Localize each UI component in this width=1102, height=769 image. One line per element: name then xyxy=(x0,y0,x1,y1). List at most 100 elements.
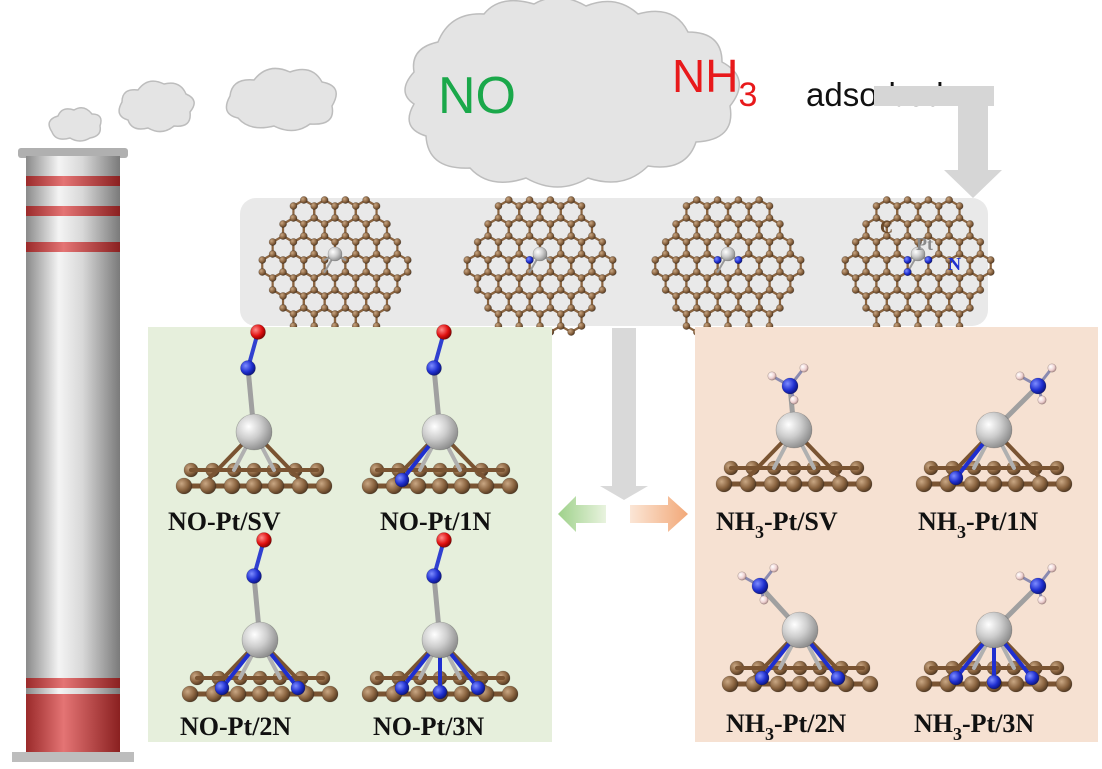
carbon-atom xyxy=(310,238,319,246)
carbon-atom xyxy=(453,685,471,703)
hydrogen-atom xyxy=(1015,571,1025,581)
oxygen-atom xyxy=(436,324,452,340)
carbon-atom xyxy=(372,202,381,210)
carbon-atom xyxy=(289,214,298,222)
carbon-atom xyxy=(914,310,922,318)
carbon-atom xyxy=(724,238,732,246)
carbon-atom xyxy=(279,232,287,240)
carbon-atom xyxy=(279,304,287,312)
carbon-atom xyxy=(331,286,339,294)
carbon-atom xyxy=(473,238,482,246)
carbon-atom xyxy=(872,310,881,318)
carbon-atom xyxy=(494,214,503,222)
carbon-atom xyxy=(588,292,596,300)
nitrogen-atom xyxy=(394,680,410,696)
carbon-atom xyxy=(755,256,764,264)
carbon-atom xyxy=(734,292,743,300)
carbon-atom xyxy=(504,196,513,204)
carbon-atom xyxy=(1031,475,1049,493)
carbon-atom xyxy=(986,268,995,276)
hydrogen-atom xyxy=(1047,563,1057,573)
hydrogen-atom xyxy=(1037,395,1047,405)
no-pt-2n-label: NO-Pt/2N xyxy=(180,712,291,741)
carbon-atom xyxy=(229,685,247,703)
carbon-atom xyxy=(546,292,555,300)
carbon-atom xyxy=(976,250,985,258)
carbon-atom xyxy=(786,238,795,246)
carbon-atom xyxy=(955,310,964,318)
carbon-atom xyxy=(985,475,1003,493)
carbon-atom xyxy=(409,477,427,495)
carbon-atom xyxy=(703,310,712,318)
carbon-atom xyxy=(903,304,912,312)
carbon-atom xyxy=(692,268,701,276)
carbon-atom xyxy=(915,475,933,493)
carbon-atom xyxy=(715,475,733,493)
carbon-atom xyxy=(682,214,691,222)
carbon-atom xyxy=(776,292,784,300)
carbon-atom xyxy=(567,268,576,276)
carbon-atom xyxy=(245,477,263,495)
carbon-atom xyxy=(556,214,565,222)
carbon-atom xyxy=(393,286,402,294)
carbon-atom xyxy=(724,274,732,282)
carbon-atom xyxy=(362,232,371,240)
carbon-atom xyxy=(361,477,379,495)
carbon-atom xyxy=(855,475,873,493)
carbon-atom xyxy=(289,310,298,318)
carbon-atom xyxy=(755,196,764,204)
carbon-atom xyxy=(515,238,524,246)
slab-side-view xyxy=(361,324,519,495)
slab-side-view xyxy=(361,532,519,703)
carbon-atom xyxy=(672,232,680,240)
carbon-atom xyxy=(341,304,350,312)
nitrogen-atom xyxy=(525,255,534,265)
carbon-atom xyxy=(536,214,544,222)
platinum-atom xyxy=(532,246,548,262)
carbon-atom xyxy=(924,292,933,300)
carbon-atom xyxy=(924,220,933,228)
carbon-atom xyxy=(955,202,964,210)
carbon-atom xyxy=(744,202,753,210)
carbon-atom xyxy=(268,250,277,258)
carbon-atom xyxy=(851,274,860,282)
carbon-atom xyxy=(955,286,964,294)
carbon-atom xyxy=(223,477,241,495)
carbon-atom xyxy=(351,286,360,294)
carbon-atom xyxy=(341,196,350,204)
carbon-atom xyxy=(955,250,964,258)
carbon-atom xyxy=(785,475,803,493)
carbon-atom xyxy=(267,477,285,495)
hydrogen-atom xyxy=(767,371,777,381)
branch-down-arrow xyxy=(600,328,648,500)
carbon-atom xyxy=(362,268,371,276)
carbon-atom xyxy=(914,274,922,282)
carbon-atom xyxy=(893,310,902,318)
carbon-atom xyxy=(331,214,339,222)
left-branch-arrow xyxy=(558,496,606,532)
carbon-atom xyxy=(682,238,691,246)
carbon-atom xyxy=(320,220,329,228)
carbon-atom xyxy=(841,268,850,276)
carbon-atom xyxy=(598,238,607,246)
carbon-atom xyxy=(310,286,319,294)
carbon-atom xyxy=(963,675,981,693)
carbon-atom xyxy=(661,286,670,294)
hydrogen-atom xyxy=(799,363,809,373)
carbon-atom xyxy=(372,310,381,318)
carbon-atom xyxy=(393,250,402,258)
carbon-atom xyxy=(682,202,691,210)
carbon-atom xyxy=(682,274,691,282)
nh3-pt-3n-label: NH3-Pt/3N xyxy=(914,709,1034,744)
slab-side-view xyxy=(715,363,873,493)
carbon-atom xyxy=(724,214,732,222)
carbon-atom xyxy=(567,232,576,240)
carbon-atom xyxy=(299,232,308,240)
carbon-atom xyxy=(310,274,319,282)
carbon-atom xyxy=(661,274,670,282)
carbon-atom xyxy=(813,675,831,693)
carbon-atom xyxy=(703,250,712,258)
carbon-atom xyxy=(536,238,544,246)
carbon-atom xyxy=(494,274,503,282)
carbon-atom xyxy=(299,292,308,300)
